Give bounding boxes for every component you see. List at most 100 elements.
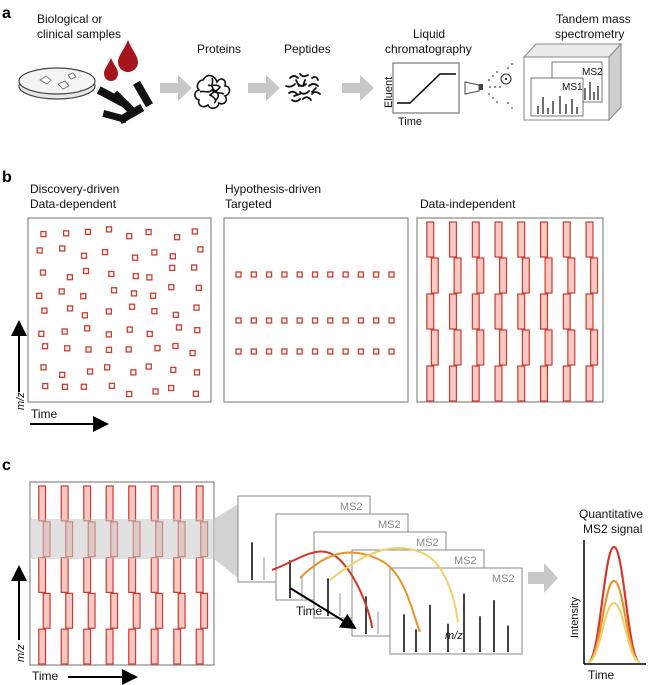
scan-mark	[105, 226, 113, 233]
scan-mark	[172, 342, 179, 350]
dia-window	[38, 556, 47, 593]
dia-window	[448, 365, 458, 402]
scan-mark	[194, 326, 201, 334]
panel-b-letter: b	[2, 169, 12, 186]
targeted-plot-box	[223, 217, 409, 403]
dia-window	[42, 592, 51, 629]
scan-mark	[101, 248, 109, 256]
scan-mark	[168, 284, 175, 291]
scan-mark	[151, 249, 158, 256]
dia-window	[494, 365, 503, 402]
dia-window	[60, 556, 69, 593]
scan-mark	[193, 304, 200, 311]
arrow-icon	[342, 75, 374, 101]
intensity-label: Intensity	[569, 597, 581, 638]
scan-mark	[296, 317, 303, 324]
scan-mark	[311, 317, 319, 324]
dia-window	[105, 628, 114, 665]
dia-window	[499, 257, 508, 294]
scan-mark	[195, 284, 202, 292]
ms2-label: MS2	[454, 555, 477, 567]
dia-window	[539, 221, 549, 258]
dia-window	[128, 485, 137, 522]
scan-mark	[265, 271, 273, 278]
dia-window	[494, 221, 503, 258]
scan-mark	[388, 317, 395, 324]
dia-window	[65, 592, 74, 629]
petri-dish-icon	[18, 67, 96, 100]
targeted-scan-marks	[235, 271, 395, 355]
dia-window	[567, 329, 576, 366]
scan-mark	[327, 317, 334, 324]
scan-mark	[250, 271, 257, 278]
dia-window	[195, 485, 204, 522]
scan-mark	[41, 307, 48, 314]
scan-mark	[373, 317, 380, 324]
dia-window	[38, 485, 47, 522]
scan-mark	[250, 317, 257, 324]
dia-window	[173, 556, 182, 593]
arrow-icon	[160, 75, 192, 101]
scan-mark	[154, 344, 161, 352]
blood-drop-icon	[104, 40, 138, 81]
scan-mark	[61, 383, 69, 390]
scan-mark	[125, 346, 132, 353]
scan-mark	[296, 271, 303, 278]
dia-window	[585, 293, 594, 330]
dia-window	[476, 257, 485, 294]
dia-window	[177, 592, 186, 629]
dia-window	[173, 485, 182, 522]
dia-window	[83, 485, 92, 522]
peptide-icon	[285, 73, 321, 103]
dia-window	[562, 221, 571, 258]
panel-b: b Discovery-driven Data-dependent Hypoth…	[2, 169, 604, 432]
dia-window	[426, 221, 435, 258]
ms2-label: MS2	[492, 573, 515, 585]
scan-mark	[250, 348, 257, 355]
selected-window-highlight	[30, 519, 214, 559]
scan-mark	[152, 388, 159, 395]
scan-mark	[145, 363, 152, 370]
dia-window	[430, 329, 439, 366]
scan-mark	[85, 346, 92, 353]
scan-mark	[108, 270, 115, 278]
dia-window	[448, 293, 458, 330]
dia-window	[544, 257, 553, 294]
dia-window	[585, 221, 594, 258]
scan-mark	[130, 290, 138, 297]
dia-window	[173, 628, 182, 665]
eluent-label: Eluent	[383, 77, 395, 108]
scan-mark	[311, 271, 319, 278]
scan-mark	[357, 271, 365, 278]
scan-mark	[59, 245, 66, 252]
panel-c-letter: c	[2, 457, 11, 474]
dia-plot-box	[416, 217, 604, 403]
scan-mark	[151, 308, 158, 315]
dia-window	[38, 628, 47, 665]
scan-mark	[105, 331, 113, 338]
scan-mark	[58, 288, 65, 295]
scan-mark	[281, 348, 288, 355]
dia-window	[426, 365, 435, 402]
scan-mark	[103, 364, 111, 371]
scan-mark	[126, 326, 133, 333]
dia-window	[448, 221, 458, 258]
scan-mark	[281, 317, 288, 324]
scan-mark	[342, 317, 349, 324]
dia-window	[426, 293, 435, 330]
scan-mark	[145, 228, 152, 236]
dia-window	[476, 329, 485, 366]
scan-mark	[189, 349, 196, 357]
dia-window	[521, 257, 530, 294]
scan-mark	[327, 271, 334, 278]
mass-spectrometer-icon: MS2 MS1	[522, 42, 623, 122]
dia-window	[60, 628, 69, 665]
scan-mark	[169, 264, 176, 272]
scan-mark	[149, 292, 157, 299]
peptides-label: Peptides	[284, 42, 331, 56]
scan-mark	[193, 369, 201, 376]
scan-mark	[126, 233, 133, 240]
spectra-mz-label: m/z	[445, 630, 463, 642]
